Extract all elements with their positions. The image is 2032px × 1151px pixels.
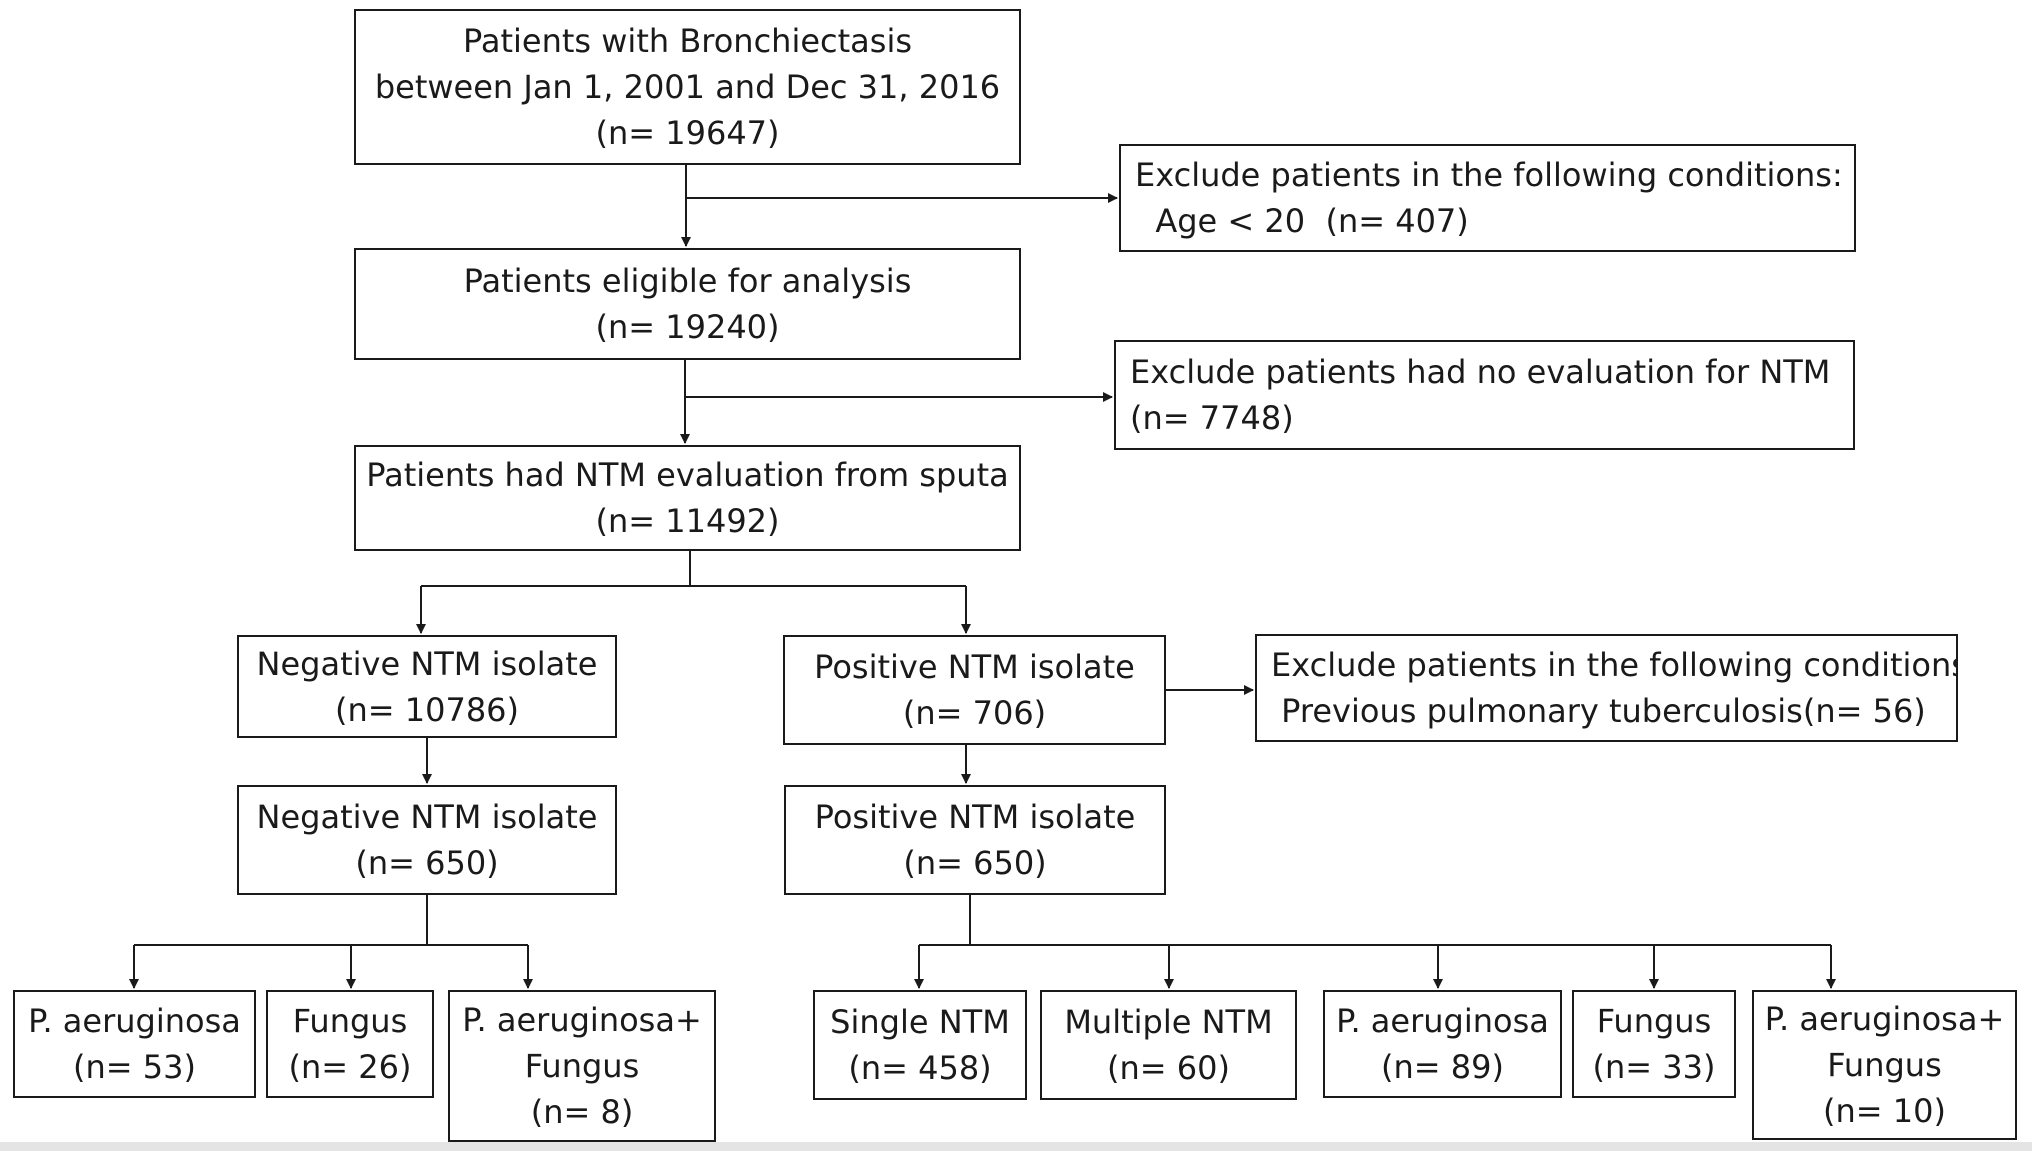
box-text-line: Positive NTM isolate [814, 648, 1135, 686]
box-text-line: (n= 60) [1107, 1049, 1230, 1087]
box-text-line: (n= 89) [1381, 1048, 1504, 1086]
box-text-line: Previous pulmonary tuberculosis(n= 56) [1271, 692, 1926, 730]
bottom-border [0, 1142, 2032, 1151]
box-text-line: P. aeruginosa [1336, 1002, 1549, 1040]
box-text-line: (n= 650) [903, 844, 1047, 882]
box-positive-single-ntm: Single NTM (n= 458) [813, 990, 1027, 1100]
box-text-line: (n= 706) [902, 694, 1047, 732]
box-positive-fungus: Fungus (n= 33) [1572, 990, 1736, 1098]
box-text-line: between Jan 1, 2001 and Dec 31, 2016 [374, 68, 1001, 106]
box-exclude-tuberculosis: Exclude patients in the following condit… [1255, 634, 1958, 742]
box-text-line: (n= 19647) [595, 114, 780, 152]
box-positive-p-aeruginosa: P. aeruginosa (n= 89) [1323, 990, 1562, 1098]
box-cohort: Patients with Bronchiectasis between Jan … [354, 9, 1021, 165]
box-ntm-evaluation: Patients had NTM evaluation from sputa (n… [354, 445, 1021, 551]
box-text-line: (n= 26) [288, 1048, 412, 1086]
box-text-line: P. aeruginosa+ [462, 1001, 702, 1039]
box-text-line: Fungus [292, 1002, 408, 1040]
box-text-line: (n= 8) [530, 1093, 634, 1131]
box-text-line: (n= 7748) [1130, 399, 1294, 437]
box-positive-ntm-isolate-2: Positive NTM isolate (n= 650) [784, 785, 1166, 895]
box-text-line: Patients eligible for analysis [463, 262, 912, 300]
box-text-line: Exclude patients in the following condit… [1271, 646, 1958, 684]
box-text-line: (n= 11492) [595, 502, 780, 540]
box-text-line: (n= 10) [1823, 1092, 1946, 1130]
box-text-line: Patients had NTM evaluation from sputa [366, 456, 1009, 494]
box-text-line: Fungus [524, 1047, 640, 1085]
box-text-line: (n= 650) [355, 844, 499, 882]
box-text-line: Age < 20 (n= 407) [1135, 202, 1469, 240]
box-text-line: Positive NTM isolate [814, 798, 1136, 836]
box-text-line: (n= 458) [848, 1049, 992, 1087]
box-negative-ntm-isolate-2: Negative NTM isolate (n= 650) [237, 785, 617, 895]
box-text-line: Exclude patients had no evaluation for N… [1130, 353, 1831, 391]
box-text-line: Fungus [1827, 1046, 1942, 1084]
box-text-line: Exclude patients in the following condit… [1135, 156, 1843, 194]
box-text-line: (n= 53) [73, 1048, 196, 1086]
box-text-line: Single NTM [830, 1003, 1010, 1041]
box-positive-ntm-isolate-1: Positive NTM isolate (n= 706) [783, 635, 1166, 745]
box-eligible: Patients eligible for analysis (n= 19240) [354, 248, 1021, 360]
box-text-line: (n= 10786) [334, 690, 520, 729]
box-positive-p-aeruginosa-fungus: P. aeruginosa+ Fungus (n= 10) [1752, 990, 2017, 1140]
box-negative-ntm-isolate-1: Negative NTM isolate (n= 10786) [237, 635, 617, 738]
box-text-line: Negative NTM isolate [256, 644, 598, 683]
box-text-line: P. aeruginosa [28, 1002, 241, 1040]
box-text-line: Fungus [1596, 1002, 1712, 1040]
box-negative-fungus: Fungus (n= 26) [266, 990, 434, 1098]
box-negative-p-aeruginosa: P. aeruginosa (n= 53) [13, 990, 256, 1098]
box-text-line: (n= 19240) [595, 308, 780, 346]
box-exclude-no-evaluation: Exclude patients had no evaluation for N… [1114, 340, 1855, 450]
box-text-line: Multiple NTM [1064, 1003, 1273, 1041]
box-text-line: (n= 33) [1592, 1048, 1716, 1086]
box-text-line: Negative NTM isolate [256, 798, 598, 836]
box-text-line: Patients with Bronchiectasis [462, 22, 913, 60]
box-exclude-age: Exclude patients in the following condit… [1119, 144, 1856, 252]
box-positive-multiple-ntm: Multiple NTM (n= 60) [1040, 990, 1297, 1100]
box-text-line: P. aeruginosa+ [1764, 1000, 2005, 1038]
box-negative-p-aeruginosa-fungus: P. aeruginosa+ Fungus (n= 8) [448, 990, 716, 1142]
